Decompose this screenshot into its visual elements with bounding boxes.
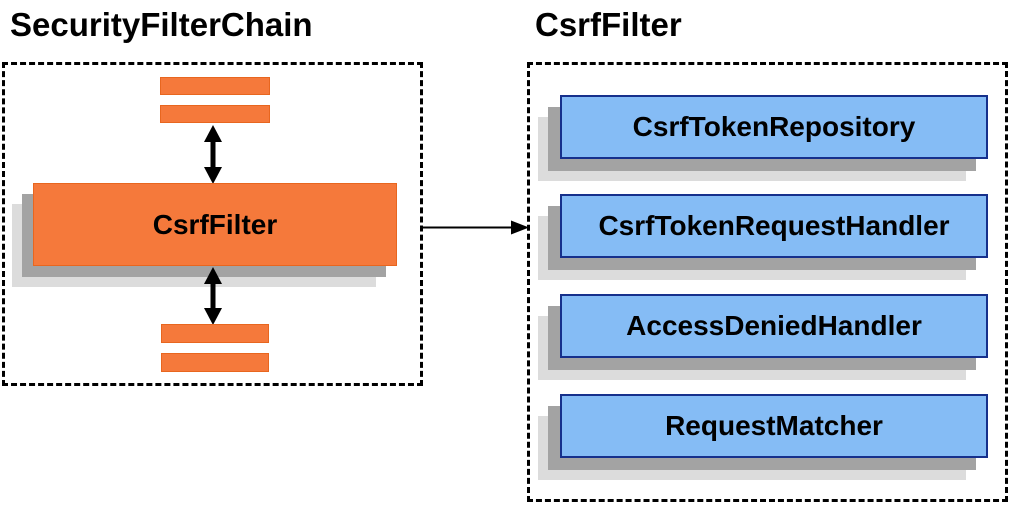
up-down-arrow-icon [204,125,222,184]
csrf-token-request-handler-node: CsrfTokenRequestHandler [560,194,988,258]
access-denied-handler-node: AccessDeniedHandler [560,294,988,358]
component-label: AccessDeniedHandler [626,310,922,341]
csrf-filter-title: CsrfFilter [535,6,682,43]
component-label: CsrfTokenRepository [632,111,916,142]
filter-bar [160,105,270,123]
filter-bar [161,353,269,372]
filter-bar [160,77,270,95]
csrf-token-repository-node: CsrfTokenRepository [560,95,988,159]
request-matcher-node: RequestMatcher [560,394,988,458]
filter-bar [161,324,269,343]
csrf-filter-node-label: CsrfFilter [152,208,278,240]
up-down-arrow-icon [204,267,222,325]
csrf-filter-container [527,62,1008,502]
security-filter-chain-title: SecurityFilterChain [10,6,313,43]
component-label: CsrfTokenRequestHandler [598,210,950,241]
security-filter-chain-container [2,62,423,386]
csrf-filter-node: CsrfFilter [33,183,397,266]
right-arrow-icon [423,220,529,235]
component-label: RequestMatcher [665,410,883,441]
